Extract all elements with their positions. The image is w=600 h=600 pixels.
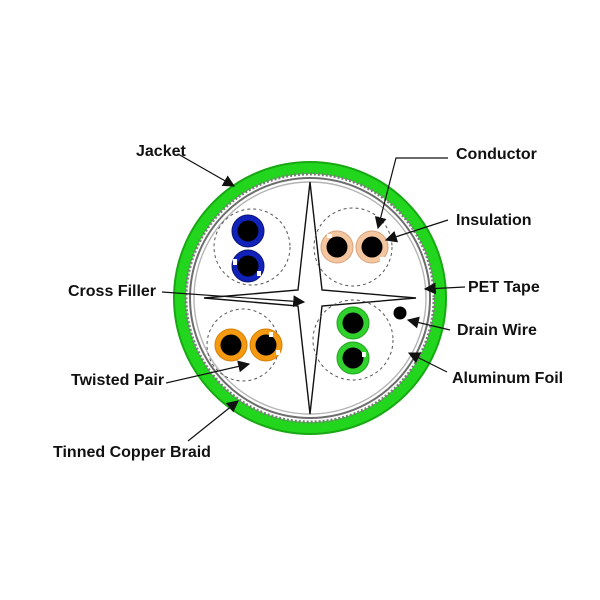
aluminum-foil-ring	[189, 177, 431, 419]
jacket-leader-line	[177, 153, 236, 187]
orange-white-stripe-2	[276, 350, 280, 355]
jacket-label: Jacket	[136, 143, 186, 160]
drain-wire-circle	[393, 306, 407, 320]
aluminum-foil-label: Aluminum Foil	[452, 370, 563, 387]
conductor-leader-line	[374, 157, 448, 230]
blue-white-stripe-2	[257, 271, 261, 276]
pet-tape-label: PET Tape	[468, 279, 540, 296]
blue-conductor-top	[237, 220, 259, 242]
orange-conductor-left	[220, 334, 242, 356]
twisted-pair-zone-top-left	[213, 208, 291, 286]
drain-wire-label: Drain Wire	[457, 322, 537, 339]
cross-filler-leader-line	[161, 291, 306, 308]
brown-twisted-pair	[320, 230, 389, 264]
aluminum-foil-leader-line	[407, 352, 448, 373]
drain-wire-leader-line	[406, 316, 451, 331]
pet-tape-leader-line	[423, 282, 466, 295]
orange-white-stripe-1	[269, 332, 273, 337]
green-conductor-bottom	[342, 347, 364, 369]
tinned-copper-braid-label: Tinned Copper Braid	[53, 444, 211, 461]
brown-conductor-left	[326, 236, 348, 258]
twisted-pair-label: Twisted Pair	[71, 372, 164, 389]
blue-conductor-bottom	[237, 255, 259, 277]
cross-filler-label: Cross Filler	[68, 283, 156, 300]
twisted-pair-leader-line	[165, 360, 251, 384]
blue-white-stripe-1	[233, 259, 237, 265]
green-white-stripe-1	[339, 340, 343, 345]
tinned-copper-braid-leader-line	[187, 400, 239, 442]
brown-white-stripe-2	[380, 257, 385, 261]
brown-white-stripe-1	[327, 234, 332, 238]
green-twisted-pair	[336, 306, 370, 375]
green-conductor-top	[342, 312, 364, 334]
insulation-leader-line	[384, 219, 449, 243]
blue-twisted-pair	[231, 214, 265, 283]
twisted-pair-zone-bottom-right	[312, 299, 394, 381]
brown-conductor-right	[361, 236, 383, 258]
conductor-label: Conductor	[456, 146, 537, 163]
orange-conductor-right	[255, 334, 277, 356]
green-white-stripe-2	[362, 352, 366, 357]
cross-filler-shape	[203, 181, 417, 415]
twisted-pair-zone-top-right	[313, 207, 393, 287]
orange-twisted-pair	[214, 328, 283, 362]
insulation-label: Insulation	[456, 212, 532, 229]
